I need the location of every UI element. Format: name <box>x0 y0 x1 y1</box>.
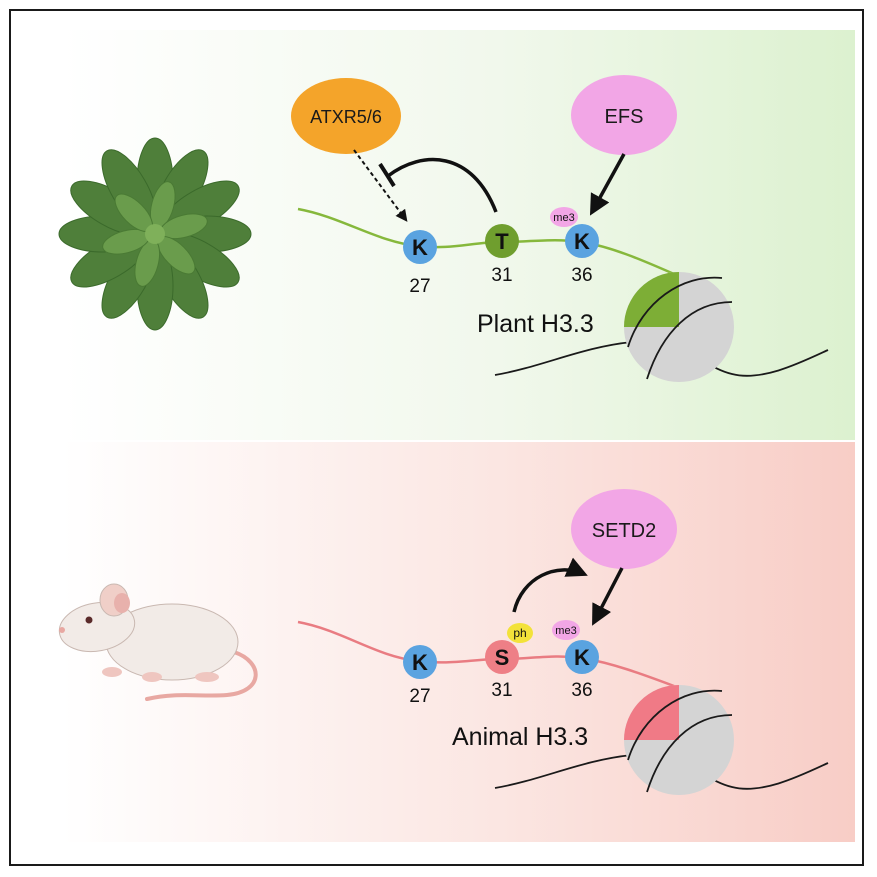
nucleosome-icon <box>494 685 829 795</box>
ph-mark <box>507 623 533 643</box>
plant-rosette-icon <box>58 137 252 331</box>
efs-enzyme <box>571 75 677 155</box>
efs-label: EFS <box>605 106 644 128</box>
plant-residue-k36: me3 K 36 <box>550 207 599 286</box>
residue-number: 31 <box>491 265 512 286</box>
me3-label: me3 <box>555 625 576 637</box>
inhibition-bar <box>378 162 396 188</box>
residue-letter: K <box>574 229 590 254</box>
mouse-icon <box>58 583 258 701</box>
me3-label: me3 <box>553 212 574 224</box>
atxr-label: ATXR5/6 <box>310 107 382 127</box>
residue-number: 36 <box>571 680 592 701</box>
atxr-dashed-arrow <box>353 149 408 222</box>
residue-number: 27 <box>409 276 430 297</box>
residue-letter: T <box>495 229 509 254</box>
residue-number: 27 <box>409 686 430 707</box>
crosstalk-arrow <box>512 557 588 613</box>
nucleosome-icon <box>494 272 829 382</box>
animal-residue-k27: K 27 <box>403 645 437 707</box>
serine-circle <box>485 640 519 674</box>
residue-letter: K <box>574 645 590 670</box>
lysine-circle <box>403 645 437 679</box>
efs-arrow <box>589 153 626 216</box>
atxr-enzyme <box>291 78 401 154</box>
lysine-circle <box>565 224 599 258</box>
residue-letter: K <box>412 235 428 260</box>
inhibition-arc <box>386 157 498 213</box>
animal-residue-s31: S ph 31 <box>485 623 533 701</box>
ph-label: ph <box>513 626 526 640</box>
lysine-circle <box>565 640 599 674</box>
plant-residue-k27: K 27 <box>403 230 437 297</box>
residue-number: 36 <box>571 265 592 286</box>
threonine-circle <box>485 224 519 258</box>
setd2-label: SETD2 <box>592 520 656 542</box>
lysine-circle <box>403 230 437 264</box>
setd2-arrow <box>592 567 624 626</box>
me3-mark <box>550 207 578 227</box>
animal-residue-k36: me3 K 36 <box>552 620 599 701</box>
plant-residue-t31: T 31 <box>485 224 519 286</box>
me3-mark <box>552 620 580 640</box>
residue-number: 31 <box>491 680 512 701</box>
animal-h33-label: Animal H3.3 <box>452 723 588 751</box>
figure-frame: ATXR5/6 EFS K 27 T 31 me3 K 36 Plant H3.… <box>9 9 864 866</box>
plant-h33-label: Plant H3.3 <box>477 310 594 338</box>
residue-letter: S <box>495 645 510 670</box>
setd2-enzyme <box>571 489 677 569</box>
diagram-canvas: ATXR5/6 EFS K 27 T 31 me3 K 36 Plant H3.… <box>58 30 855 842</box>
residue-letter: K <box>412 650 428 675</box>
